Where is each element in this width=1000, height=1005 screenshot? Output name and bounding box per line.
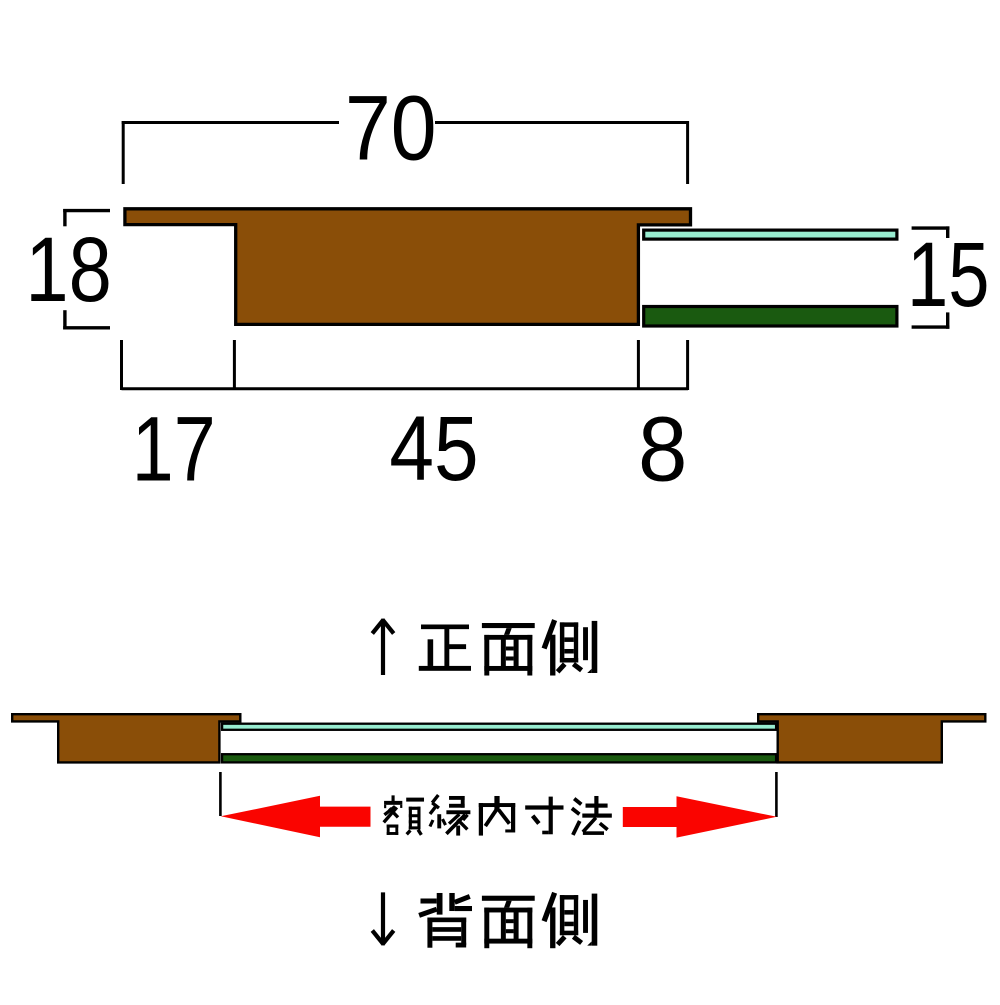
svg-text:17: 17: [132, 399, 216, 501]
svg-text:18: 18: [25, 219, 111, 321]
svg-text:45: 45: [389, 398, 478, 500]
svg-text:15: 15: [907, 224, 990, 326]
svg-text:70: 70: [345, 78, 437, 180]
svg-text:8: 8: [638, 399, 687, 501]
